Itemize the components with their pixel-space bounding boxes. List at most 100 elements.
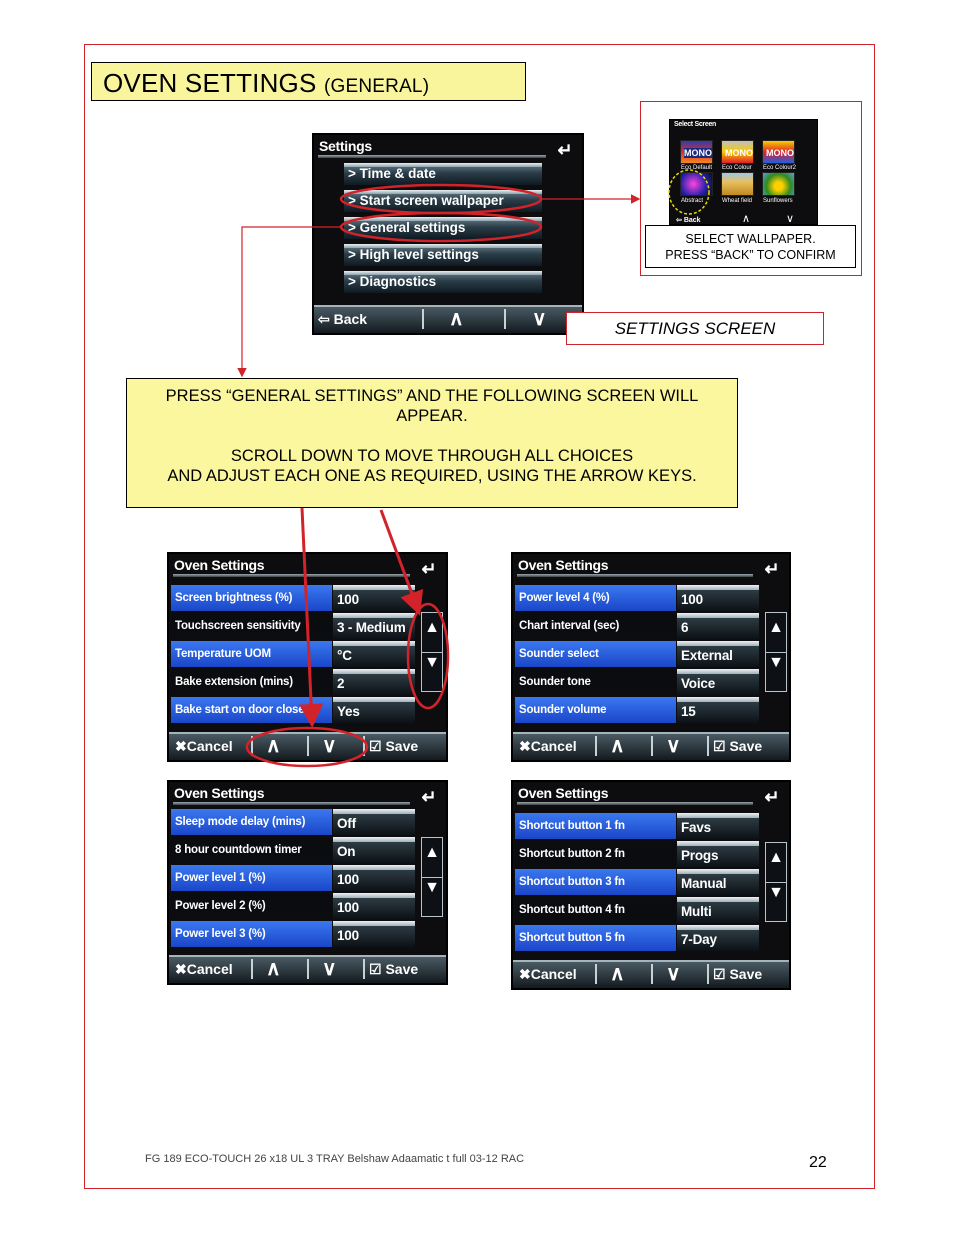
setting-label[interactable]: Touchscreen sensitivity [171, 613, 332, 639]
back-button[interactable]: ⇦ Back [318, 311, 368, 327]
save-button[interactable]: ☑ Save [713, 966, 763, 982]
cancel-button[interactable]: ✖Cancel [519, 966, 577, 982]
scroll-up-button[interactable]: ∧ [610, 735, 625, 757]
divider [595, 736, 597, 756]
setting-label[interactable]: Shortcut button 4 fn [515, 897, 676, 923]
menu-item-time-date[interactable]: > Time & date [344, 163, 542, 185]
setting-value[interactable]: 100 [333, 585, 415, 611]
scroll-down-icon[interactable]: ▼ [768, 654, 784, 671]
setting-label[interactable]: Temperature UOM [171, 641, 332, 667]
scroll-up-icon[interactable]: ∧ [742, 213, 751, 225]
setting-value[interactable]: Off [333, 809, 415, 835]
setting-label[interactable]: Bake start on door close [171, 697, 332, 723]
setting-value[interactable]: 100 [333, 893, 415, 919]
checkbox-icon: ☑ [713, 966, 726, 982]
save-button[interactable]: ☑ Save [369, 738, 419, 754]
setting-label[interactable]: Screen brightness (%) [171, 585, 332, 611]
setting-value[interactable]: 15 [677, 697, 759, 723]
setting-label[interactable]: Power level 4 (%) [515, 585, 676, 611]
setting-value[interactable]: Multi [677, 897, 759, 923]
setting-label[interactable]: 8 hour countdown timer [171, 837, 332, 863]
setting-value[interactable]: Favs [677, 813, 759, 839]
scrollbar[interactable]: ▲ ▼ [765, 842, 787, 922]
setting-label[interactable]: Sounder tone [515, 669, 676, 695]
wallpaper-tile-eco-colour2[interactable]: MONO [762, 140, 795, 164]
setting-label[interactable]: Bake extension (mins) [171, 669, 332, 695]
setting-label[interactable]: Sleep mode delay (mins) [171, 809, 332, 835]
wallpaper-tile-sunflowers[interactable] [762, 172, 795, 196]
scroll-down-button[interactable]: ∨ [532, 308, 547, 330]
save-button[interactable]: ☑ Save [369, 961, 419, 977]
setting-value[interactable]: 6 [677, 613, 759, 639]
scroll-down-button[interactable]: ∨ [666, 735, 681, 757]
wallpaper-back-button[interactable]: ⇦ Back [676, 217, 701, 224]
setting-value[interactable]: On [333, 837, 415, 863]
setting-label[interactable]: Chart interval (sec) [515, 613, 676, 639]
scroll-up-button[interactable]: ∧ [610, 963, 625, 985]
back-arrow-icon: ⇦ [318, 311, 330, 327]
setting-label[interactable]: Power level 2 (%) [171, 893, 332, 919]
setting-value[interactable]: Voice [677, 669, 759, 695]
scroll-down-button[interactable]: ∨ [322, 958, 337, 980]
return-arrow-icon[interactable]: ↵ [421, 787, 437, 807]
return-arrow-icon[interactable]: ↵ [557, 140, 573, 160]
checkbox-icon: ☑ [369, 961, 382, 977]
menu-item-diagnostics[interactable]: > Diagnostics [344, 271, 542, 293]
setting-value[interactable]: Manual [677, 869, 759, 895]
return-arrow-icon[interactable]: ↵ [764, 559, 780, 579]
setting-value[interactable]: 7-Day [677, 925, 759, 951]
scroll-up-button[interactable]: ∧ [266, 735, 281, 757]
setting-label[interactable]: Shortcut button 3 fn [515, 869, 676, 895]
menu-item-start-screen-wallpaper[interactable]: > Start screen wallpaper [344, 190, 542, 212]
setting-value[interactable]: 100 [333, 921, 415, 947]
setting-label[interactable]: Power level 3 (%) [171, 921, 332, 947]
menu-item-high-level-settings[interactable]: > High level settings [344, 244, 542, 266]
setting-label[interactable]: Shortcut button 1 fn [515, 813, 676, 839]
cancel-button[interactable]: ✖Cancel [519, 738, 577, 754]
setting-value[interactable]: 2 [333, 669, 415, 695]
setting-label[interactable]: Sounder volume [515, 697, 676, 723]
return-arrow-icon[interactable]: ↵ [421, 559, 437, 579]
scroll-down-button[interactable]: ∨ [322, 735, 337, 757]
divider [251, 736, 253, 756]
wallpaper-tile-eco-colour[interactable]: MONO [721, 140, 754, 164]
scroll-down-icon[interactable]: ▼ [424, 654, 440, 671]
wallpaper-tile-abstract[interactable] [680, 172, 713, 196]
setting-label[interactable]: Shortcut button 2 fn [515, 841, 676, 867]
x-icon: ✖ [175, 738, 187, 754]
save-button[interactable]: ☑ Save [713, 738, 763, 754]
wallpaper-tile-wheat-field[interactable] [721, 172, 754, 196]
return-arrow-icon[interactable]: ↵ [764, 787, 780, 807]
setting-label[interactable]: Power level 1 (%) [171, 865, 332, 891]
setting-label[interactable]: Shortcut button 5 fn [515, 925, 676, 951]
scroll-up-button[interactable]: ∧ [449, 308, 464, 330]
setting-label[interactable]: Sounder select [515, 641, 676, 667]
scrollbar[interactable]: ▲ ▼ [421, 837, 443, 917]
scroll-down-icon[interactable]: ∨ [786, 213, 795, 225]
scroll-up-icon[interactable]: ▲ [422, 613, 442, 653]
scrollbar[interactable]: ▲ ▼ [765, 612, 787, 692]
scroll-down-icon[interactable]: ▼ [424, 879, 440, 896]
setting-value[interactable]: 100 [333, 865, 415, 891]
oven-bottom-bar: ✖Cancel ∧ ∨ ☑ Save [169, 732, 446, 760]
setting-value[interactable]: Yes [333, 697, 415, 723]
scroll-up-icon[interactable]: ▲ [766, 613, 786, 653]
setting-value[interactable]: External [677, 641, 759, 667]
wallpaper-tile-eco-default[interactable]: MONO [680, 140, 713, 164]
cancel-button[interactable]: ✖Cancel [175, 961, 233, 977]
menu-item-general-settings[interactable]: > General settings [344, 217, 542, 239]
setting-value[interactable]: Progs [677, 841, 759, 867]
scroll-down-icon[interactable]: ▼ [768, 884, 784, 901]
setting-value[interactable]: °C [333, 641, 415, 667]
scroll-up-icon[interactable]: ▲ [766, 843, 786, 883]
divider [707, 964, 709, 984]
setting-value[interactable]: 3 - Medium [333, 613, 415, 639]
page-title: OVEN SETTINGS (GENERAL) [103, 68, 429, 99]
scroll-up-icon[interactable]: ▲ [422, 838, 442, 878]
scroll-up-button[interactable]: ∧ [266, 958, 281, 980]
scrollbar[interactable]: ▲ ▼ [421, 612, 443, 692]
cancel-button[interactable]: ✖Cancel [175, 738, 233, 754]
scroll-down-button[interactable]: ∨ [666, 963, 681, 985]
setting-value[interactable]: 100 [677, 585, 759, 611]
